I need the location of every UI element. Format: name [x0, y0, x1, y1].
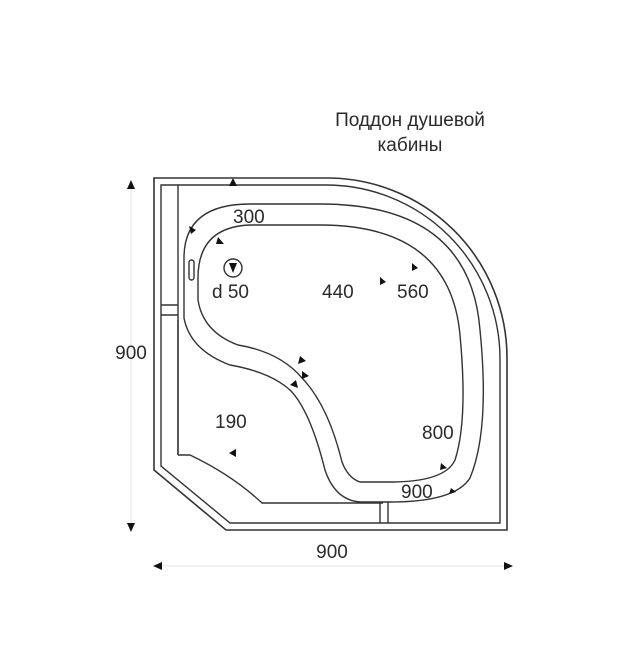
overflow-slot-icon: [188, 259, 195, 281]
width-label: 900: [316, 542, 348, 563]
left-ledge: [161, 185, 383, 504]
arrow-marker-icon: [449, 488, 456, 494]
title-line-2: кабины: [378, 135, 443, 156]
arrow-marker-icon: [229, 449, 236, 457]
bowl-outer-contour: [183, 203, 485, 503]
label-190: 190: [215, 412, 247, 433]
label-900: 900: [401, 482, 433, 503]
label-300: 300: [233, 207, 265, 228]
drain-circle-icon: [223, 258, 243, 278]
height-dimension: 900: [115, 180, 147, 532]
arrow-marker-icon: [216, 237, 224, 244]
arrow-marker-icon: [380, 277, 386, 285]
bowl-inner-contour: [197, 224, 464, 483]
tray-outline: [153, 177, 508, 531]
label-drain: d 50: [212, 282, 249, 303]
bottom-divider: [379, 502, 389, 523]
arrow-top-rim-icon: [229, 178, 237, 186]
width-dimension: 900: [153, 542, 513, 570]
height-label: 900: [115, 343, 147, 364]
title-line-1: Поддон душевой: [335, 110, 485, 131]
drain-arrow-icon: [229, 263, 237, 273]
arrow-marker-icon: [302, 371, 309, 379]
arrow-marker-icon: [189, 226, 196, 234]
arrow-left-icon: [153, 562, 162, 570]
arrow-marker-icon: [298, 356, 306, 364]
drain: [223, 258, 243, 278]
arrow-right-icon: [504, 562, 513, 570]
arrow-up-icon: [127, 180, 135, 189]
label-800: 800: [422, 423, 454, 444]
label-440: 440: [322, 282, 354, 303]
arrow-marker-icon: [412, 263, 418, 271]
diagram-title: Поддон душевой кабины: [335, 110, 485, 156]
arrow-down-icon: [127, 523, 135, 532]
arrow-marker-icon: [440, 463, 447, 470]
label-560: 560: [397, 282, 429, 303]
arrow-marker-icon: [290, 380, 298, 388]
inner-dimensions: 300 d 50 440 560 190 800 900: [212, 207, 454, 503]
